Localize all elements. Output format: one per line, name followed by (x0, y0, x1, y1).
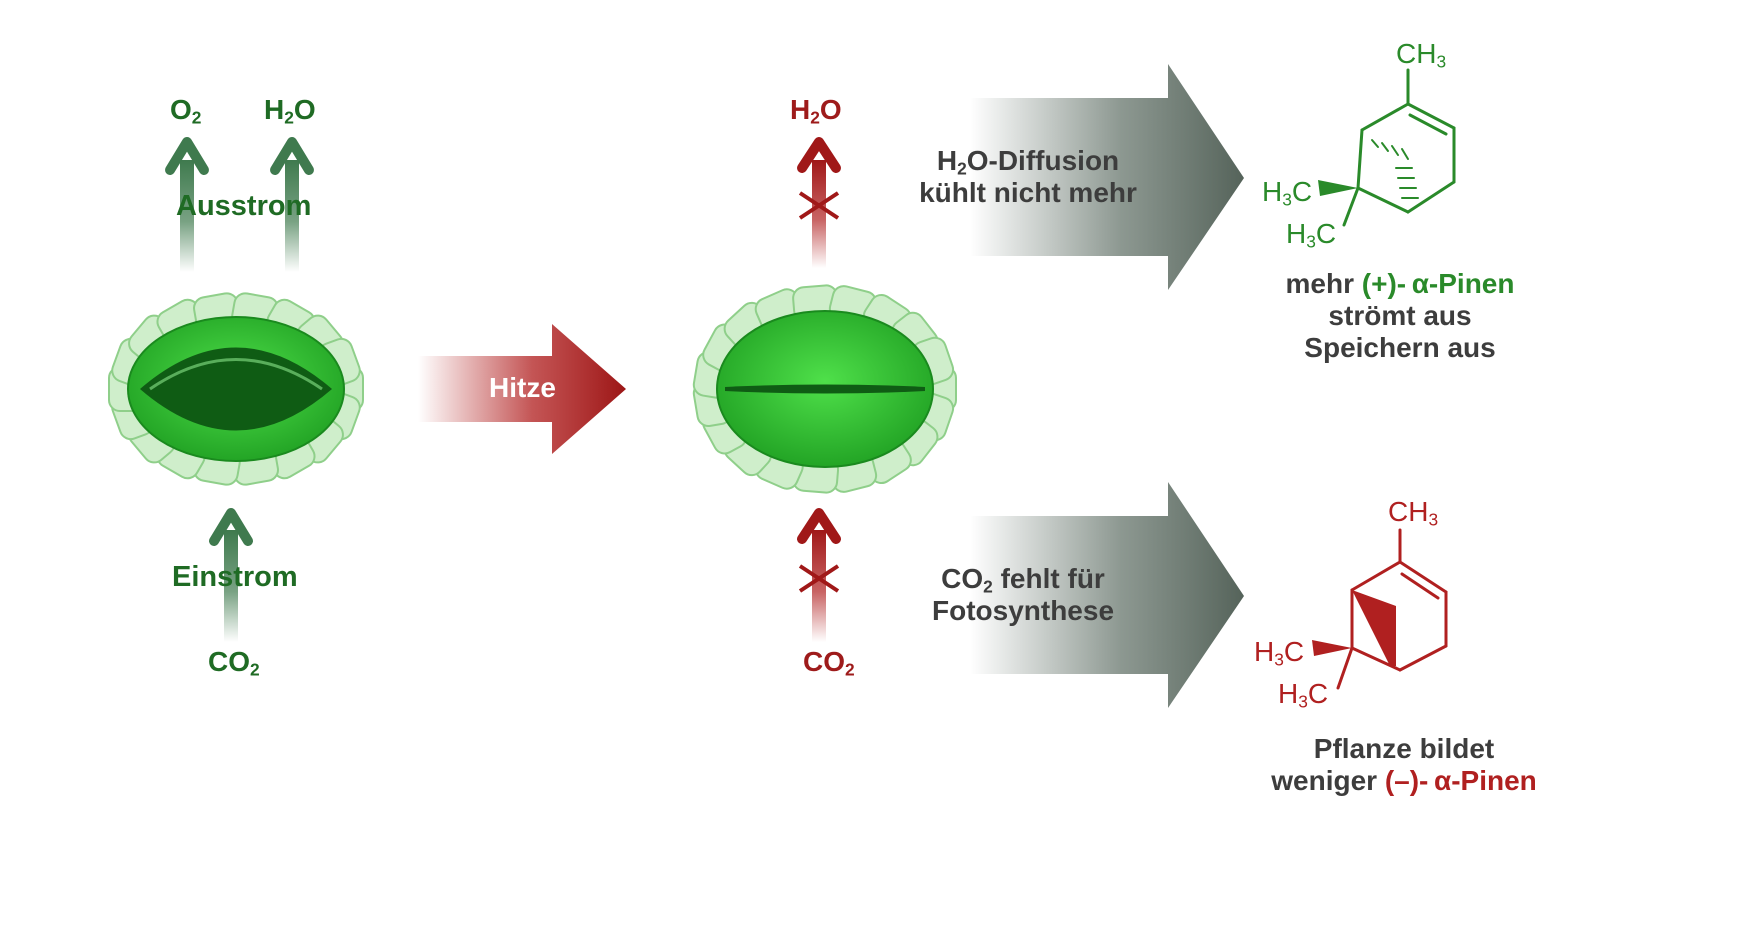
label-inflow: Einstrom (172, 561, 298, 593)
stomatal-pore-closed (725, 384, 925, 394)
label-o2: O2 (170, 94, 202, 128)
label-co2-middle: CO2 (803, 646, 855, 680)
minus-alpha-pinene-structure (1312, 528, 1448, 690)
consequence-arrow-bottom (970, 482, 1244, 708)
label-co2-left: CO2 (208, 646, 260, 680)
inflow-arrow-co2 (209, 508, 253, 642)
pore-highlight (149, 358, 323, 391)
blocked-inflow-arrow-co2 (797, 508, 841, 642)
label-h2o-middle: H2O (790, 94, 842, 128)
open-stoma (108, 292, 364, 486)
label-ch3-top: CH3 (1396, 38, 1447, 72)
label-ch3-bottom: CH3 (1388, 496, 1439, 530)
label-h3c-top-a: H3C (1262, 176, 1313, 210)
caption-co2-missing: CO2 fehlt für Fotosynthese (931, 563, 1115, 626)
closed-stoma (692, 284, 957, 494)
label-outflow: Ausstrom (176, 190, 312, 222)
plus-alpha-pinene-structure (1318, 68, 1456, 227)
caption-bottom-molecule: Pflanze bildet weniger (–)- α-Pinen (1271, 733, 1537, 796)
blocked-cross-icon (798, 191, 840, 220)
blocked-outflow-arrow-h2o (797, 137, 841, 268)
consequence-arrow-top (970, 64, 1244, 290)
label-h2o-left: H2O (264, 94, 316, 128)
label-heat: Hitze (489, 372, 556, 403)
outflow-arrow-h2o (270, 137, 314, 272)
label-h3c-bottom-a: H3C (1254, 636, 1305, 670)
blocked-cross-icon (798, 564, 840, 593)
heat-arrow (418, 324, 626, 454)
label-h3c-top-b: H3C (1286, 218, 1337, 252)
outflow-arrow-o2 (165, 137, 209, 272)
caption-h2o-diffusion: H2O-Diffusion kühlt nicht mehr (919, 145, 1137, 208)
label-h3c-bottom-b: H3C (1278, 678, 1329, 712)
caption-top-molecule: mehr (+)- α-Pinen strömt aus Speichern a… (1285, 268, 1515, 363)
